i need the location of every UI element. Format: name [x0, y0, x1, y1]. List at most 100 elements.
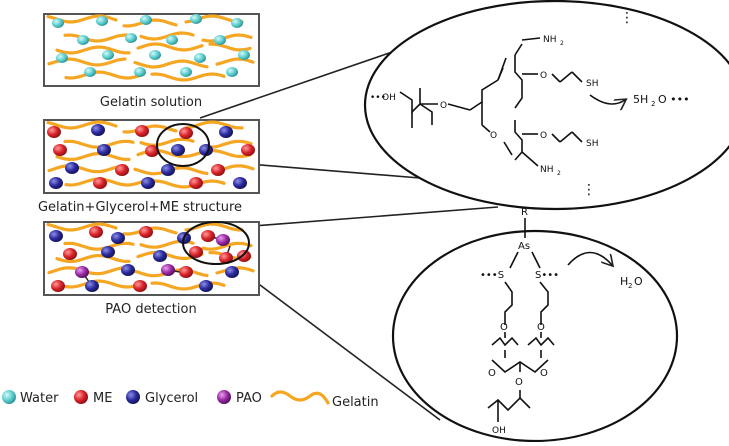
me-glycerol-molecules	[47, 124, 255, 189]
gelatin-fiber	[139, 31, 195, 41]
water-molecule	[214, 35, 226, 45]
me-molecule	[53, 144, 67, 156]
pao-molecule	[216, 234, 230, 246]
gelatin-fiber	[133, 59, 209, 69]
glycerol-molecule	[65, 162, 79, 174]
glycerol-molecule	[225, 266, 239, 278]
gelatin-fiber	[184, 222, 244, 232]
glycerol-molecule	[101, 246, 115, 258]
water-molecule	[140, 15, 152, 25]
me-molecule	[63, 248, 77, 260]
vertical-dots: ⋮	[582, 182, 596, 198]
amine-label: NH	[540, 165, 554, 175]
gelatin-fiber	[136, 42, 204, 52]
legend-pao-label: PAO	[236, 391, 262, 406]
me-molecule	[135, 125, 149, 137]
water-molecule	[190, 14, 202, 24]
glycerol-molecule	[161, 164, 175, 176]
legend-water-label: Water	[20, 391, 59, 406]
amine-sub: 2	[557, 170, 561, 177]
water-molecule	[125, 33, 137, 43]
legend-pao-swatch	[217, 390, 231, 404]
glycerol-molecule	[111, 232, 125, 244]
legend-gelatin-label: Gelatin	[332, 395, 379, 410]
pao-complex-skeleton	[487, 218, 612, 422]
gelatin-fiber	[64, 279, 144, 289]
ether-o-label: O	[440, 101, 447, 111]
water-molecule	[166, 35, 178, 45]
me-molecule	[241, 144, 255, 156]
me-molecule	[139, 226, 153, 238]
water-molecule	[96, 16, 108, 26]
thiol-label: SH	[586, 79, 598, 89]
legend-me-swatch	[74, 390, 88, 404]
thioether-o-label: O	[540, 131, 547, 141]
legend: Water ME Glycerol PAO Gelatin	[2, 390, 379, 410]
zoom-marker-circle	[156, 123, 210, 167]
water-sub: 2	[651, 100, 655, 108]
panel-gelatin-solution: Gelatin solution	[43, 13, 260, 110]
zoom-ellipse-structure: ••• OH O O NH 2 O SH O SH NH 2 5H 2 O ••…	[363, 0, 729, 211]
me-molecule	[201, 230, 215, 242]
gelatin-fiber	[55, 45, 131, 55]
water-molecules	[52, 14, 250, 77]
water-molecule	[84, 67, 96, 77]
glycerol-molecule	[121, 264, 135, 276]
water-molecule	[238, 50, 250, 60]
caption-gelatin-solution: Gelatin solution	[100, 95, 202, 110]
me-molecule	[189, 246, 203, 258]
me-molecule	[189, 177, 203, 189]
oh-label: OH	[382, 93, 396, 103]
amine-sub: 2	[560, 40, 564, 47]
water-molecule	[231, 18, 243, 28]
panel-pao-detection: PAO detection	[43, 221, 260, 317]
water-sub: 2	[628, 282, 632, 290]
glycerol-molecule	[153, 250, 167, 262]
gelatin-fiber	[150, 72, 226, 82]
me-molecule	[179, 127, 193, 139]
o-label: O	[540, 368, 548, 379]
water-o: O	[634, 275, 643, 288]
legend-me-label: ME	[93, 391, 112, 406]
thioether-o-label: O	[540, 71, 547, 81]
gelatin-fiber	[201, 241, 253, 251]
water-molecule	[226, 67, 238, 77]
glycerol-molecule	[91, 124, 105, 136]
gelatin-fiber	[150, 179, 226, 189]
glycerol-molecule	[233, 177, 247, 189]
gelatin-fiber	[63, 33, 135, 43]
legend-glycerol-swatch	[126, 390, 140, 404]
amine-label: NH	[543, 35, 557, 45]
water-molecule	[77, 35, 89, 45]
gelatin-fiber	[208, 42, 252, 52]
gelatin-fiber	[208, 149, 252, 158]
glycerol-molecule	[49, 177, 63, 189]
o-label: O	[488, 368, 496, 379]
me-molecule	[237, 250, 251, 262]
zoom-marker-circle	[182, 221, 250, 265]
glycerol-molecule	[141, 177, 155, 189]
gelatin-fiber	[139, 137, 195, 147]
water-molecule	[194, 53, 206, 63]
gelatin-fiber	[64, 70, 144, 80]
gelatin-fiber	[46, 120, 118, 130]
gelatin-fiber	[201, 33, 253, 43]
gelatin-fiber	[63, 241, 135, 251]
pao-molecule	[75, 266, 89, 278]
vertical-dots: ⋮	[620, 10, 634, 26]
water-molecule	[180, 67, 192, 77]
glycerol-molecule	[49, 230, 63, 242]
water-h: H	[620, 275, 628, 288]
o-label: O	[515, 377, 523, 388]
r-label: R	[521, 207, 528, 218]
ether-o-label: O	[490, 131, 497, 141]
me-molecule	[133, 280, 147, 292]
caption-pao-detection: PAO detection	[105, 302, 196, 317]
water-molecule	[52, 18, 64, 28]
me-molecule	[51, 280, 65, 292]
me-molecule	[93, 177, 107, 189]
water-product: 5H	[633, 93, 648, 106]
glycerol-molecule	[199, 280, 213, 292]
water-molecule	[102, 50, 114, 60]
